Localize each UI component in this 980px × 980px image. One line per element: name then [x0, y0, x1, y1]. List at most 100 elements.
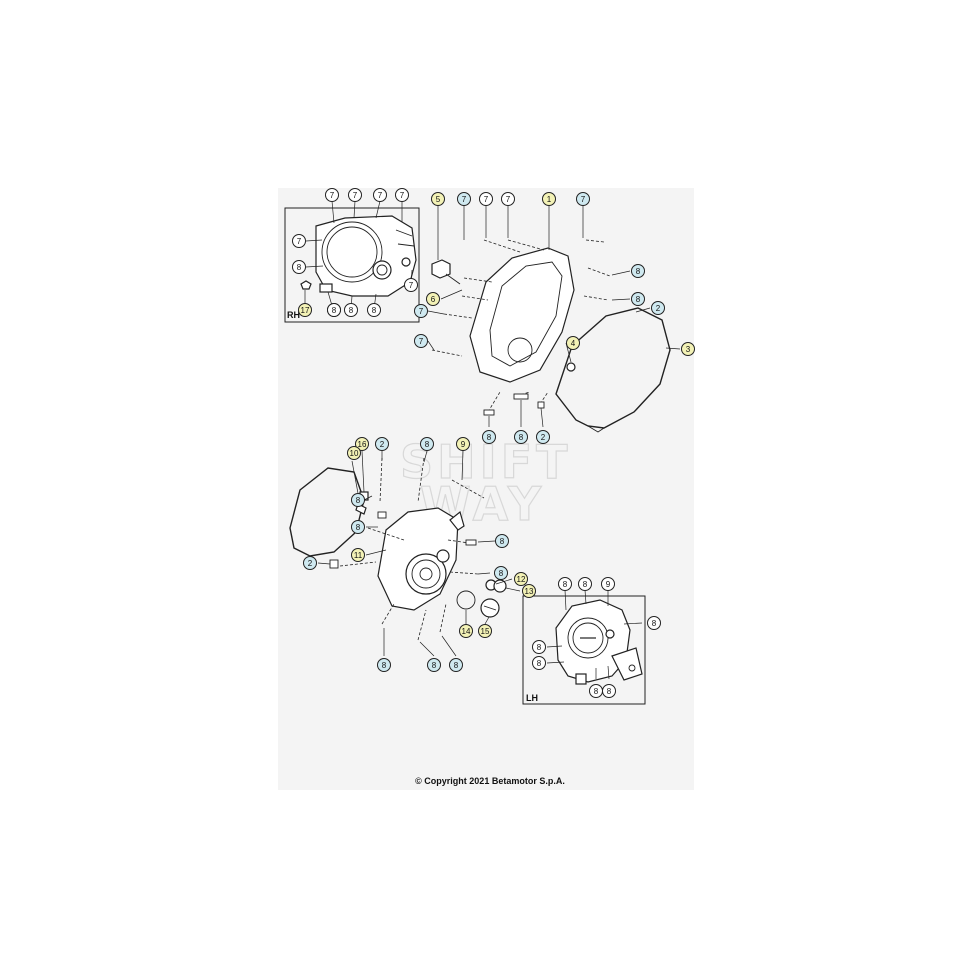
callout-circle	[426, 292, 440, 306]
callout-number: 17	[301, 306, 310, 315]
callout-rh-inset-7: 7	[395, 188, 409, 202]
callout-circle	[325, 188, 339, 202]
callout-circle	[327, 303, 341, 317]
callout-circle	[576, 192, 590, 206]
callout-number: 8	[487, 433, 492, 442]
callout-circle	[414, 334, 428, 348]
callout-clutch-cover-7: 7	[576, 192, 590, 206]
callout-number: 7	[506, 195, 511, 204]
ignition-leaders	[317, 450, 521, 657]
callout-circle	[420, 437, 434, 451]
clutch-leaders	[427, 206, 681, 428]
plug-13	[493, 579, 507, 593]
callout-rh-inset-8: 8	[367, 303, 381, 317]
callout-rh-inset-7: 7	[325, 188, 339, 202]
callout-number: 8	[382, 661, 387, 670]
callout-circle	[578, 577, 592, 591]
callout-circle	[351, 493, 365, 507]
callout-circle	[457, 192, 471, 206]
callout-circle	[367, 303, 381, 317]
callout-circle	[298, 303, 312, 317]
callout-circle	[601, 577, 615, 591]
callout-ignition-cover-11: 11	[351, 548, 365, 562]
callout-clutch-cover-7: 7	[457, 192, 471, 206]
callout-circle	[495, 534, 509, 548]
callout-number: 7	[400, 191, 405, 200]
callout-lh-inset-8: 8	[532, 640, 546, 654]
callout-clutch-cover-1: 1	[542, 192, 556, 206]
callout-number: 12	[517, 575, 526, 584]
callout-rh-inset-17: 17	[298, 303, 312, 317]
oring-14	[456, 590, 476, 610]
callout-clutch-cover-2: 2	[651, 301, 665, 315]
callout-ignition-cover-8: 8	[427, 658, 441, 672]
callout-circle	[501, 192, 515, 206]
callout-circle	[449, 658, 463, 672]
callout-clutch-cover-6: 6	[426, 292, 440, 306]
callout-circle	[459, 624, 473, 638]
callout-circle	[456, 437, 470, 451]
rh-inset-frame	[284, 207, 420, 323]
callout-circle	[478, 624, 492, 638]
callout-ignition-cover-8: 8	[351, 493, 365, 507]
callout-number: 7	[581, 195, 586, 204]
ignition-gasket	[289, 467, 365, 557]
callout-number: 16	[358, 440, 367, 449]
callout-number: 8	[594, 687, 599, 696]
lh-inset-frame	[522, 595, 646, 705]
callout-circle	[431, 192, 445, 206]
callout-clutch-cover-8: 8	[631, 264, 645, 278]
callout-number: 8	[652, 619, 657, 628]
callout-clutch-cover-7: 7	[479, 192, 493, 206]
callout-number: 8	[432, 661, 437, 670]
callout-number: 9	[606, 580, 611, 589]
callout-number: 8	[356, 496, 361, 505]
callout-circle	[514, 430, 528, 444]
callout-circle	[427, 658, 441, 672]
callout-clutch-cover-4: 4	[566, 336, 580, 350]
callout-number: 8	[636, 267, 641, 276]
callout-number: 14	[462, 627, 471, 636]
callout-number: 8	[332, 306, 337, 315]
callout-ignition-cover-14: 14	[459, 624, 473, 638]
callout-number: 4	[571, 339, 576, 348]
oil-filler-plug	[431, 259, 461, 285]
callout-number: 11	[354, 551, 363, 560]
callout-number: 7	[409, 281, 414, 290]
clutch-cover-part	[469, 247, 575, 383]
lh-inset-panel: LH	[522, 589, 646, 705]
callout-ignition-cover-10: 10	[347, 446, 361, 460]
callout-number: 8	[519, 433, 524, 442]
callout-circle	[404, 278, 418, 292]
callout-number: 2	[541, 433, 546, 442]
callouts-layer: 7777787817888577717868273478821610289881…	[292, 188, 695, 698]
callout-lh-inset-8: 8	[602, 684, 616, 698]
callout-number: 1	[547, 195, 552, 204]
ignition-bolts	[329, 457, 485, 641]
callout-circle	[602, 684, 616, 698]
callout-circle	[292, 260, 306, 274]
callout-rh-inset-8: 8	[344, 303, 358, 317]
callout-number: 13	[525, 587, 534, 596]
lh-engine-drawing	[555, 599, 643, 685]
callout-number: 10	[350, 449, 359, 458]
callout-lh-inset-8: 8	[647, 616, 661, 630]
callout-circle	[351, 520, 365, 534]
callout-circle	[651, 301, 665, 315]
callout-number: 3	[686, 345, 691, 354]
callout-ignition-cover-12: 12	[514, 572, 528, 586]
callout-clutch-cover-5: 5	[431, 192, 445, 206]
rh-inset-panel: RH	[284, 200, 420, 323]
callout-circle	[377, 658, 391, 672]
callout-number: 7	[419, 307, 424, 316]
callout-lh-inset-8: 8	[578, 577, 592, 591]
callout-ignition-cover-8: 8	[351, 520, 365, 534]
callout-number: 9	[461, 440, 466, 449]
callout-number: 15	[481, 627, 490, 636]
callout-circle	[355, 437, 369, 451]
callout-circle	[375, 437, 389, 451]
callout-lh-inset-8: 8	[532, 656, 546, 670]
callout-number: 7	[330, 191, 335, 200]
callout-rh-inset-8: 8	[327, 303, 341, 317]
copyright-text: © Copyright 2021 Betamotor S.p.A.	[415, 776, 565, 786]
